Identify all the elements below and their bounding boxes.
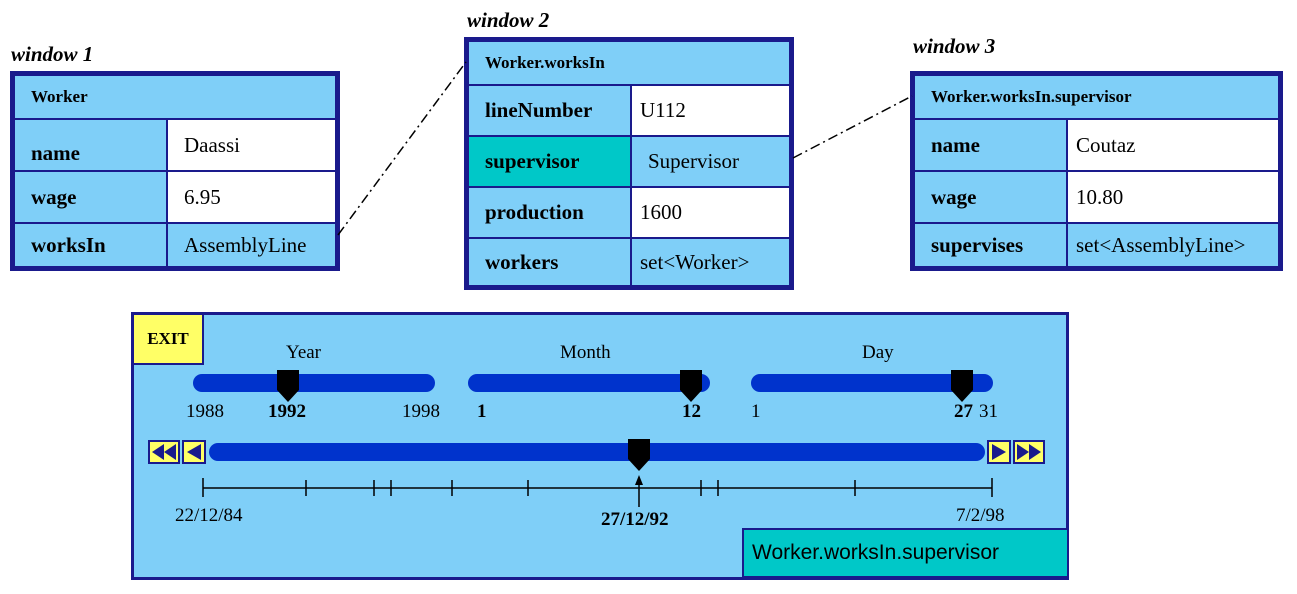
step-forward-button: [987, 440, 1011, 464]
day-slider-title: Day: [862, 342, 894, 363]
window-2-title: Worker.worksIn: [467, 40, 791, 86]
year-min-label: 1988: [186, 401, 224, 422]
year-slider-title: Year: [286, 342, 322, 363]
fast-forward-button: [1013, 440, 1045, 464]
connector-w1-w2: [337, 61, 467, 236]
timeline-current-label: 27/12/92: [601, 509, 669, 530]
field-linenumber-label: lineNumber: [467, 84, 632, 137]
connector-w2-w3: [792, 95, 913, 159]
field-worksin-label: worksIn: [13, 222, 168, 268]
month-min-label: 1: [477, 401, 487, 422]
year-max-label: 1998: [402, 401, 440, 422]
fast-rewind-button: [148, 440, 180, 464]
day-slider-thumb: [951, 370, 973, 402]
field-workers-value[interactable]: set<Worker>: [630, 237, 791, 287]
timeline-end-label: 7/2/98: [956, 505, 1005, 526]
sliders-graphic: [148, 370, 1045, 507]
timeline-scale: [202, 478, 993, 497]
day-max-label: 31: [979, 401, 998, 422]
field-supervisor-label[interactable]: supervisor: [467, 135, 632, 188]
current-date-arrowhead: [635, 475, 643, 485]
field-wage-value[interactable]: 6.95: [166, 170, 337, 224]
field-production-label: production: [467, 186, 632, 239]
window-2: Worker.worksIn lineNumber U112 superviso…: [464, 37, 794, 290]
window-1-label: window 1: [11, 42, 94, 66]
field-wage-label: wage: [13, 170, 168, 224]
field-name-label: name: [13, 118, 168, 172]
timeline-start-label: 22/12/84: [175, 505, 243, 526]
field-supervisor-value[interactable]: Supervisor: [630, 135, 791, 188]
month-slider-thumb: [680, 370, 702, 402]
window-1: Worker name Daassi wage 6.95 worksIn Ass…: [10, 71, 340, 271]
month-slider-title: Month: [560, 342, 611, 363]
field-workers-label: workers: [467, 237, 632, 287]
window-3-title: Worker.worksIn.supervisor: [913, 74, 1280, 120]
field-supervises-label: supervises: [913, 222, 1068, 268]
window-3-label: window 3: [913, 34, 996, 58]
window-3: Worker.worksIn.supervisor name Coutaz wa…: [910, 71, 1283, 271]
timeline-slider-thumb: [628, 439, 650, 471]
field-production-value[interactable]: 1600: [630, 186, 791, 239]
day-min-label: 1: [751, 401, 761, 422]
year-slider-thumb: [277, 370, 299, 402]
year-selected-label: 1992: [268, 401, 306, 422]
field-name-value[interactable]: Coutaz: [1066, 118, 1280, 172]
month-selected-label: 12: [682, 401, 701, 422]
day-selected-label: 27: [954, 401, 973, 422]
field-wage-label: wage: [913, 170, 1068, 224]
step-back-button: [182, 440, 206, 464]
window-2-label: window 2: [467, 8, 550, 32]
field-name-label: name: [913, 118, 1068, 172]
field-supervises-value[interactable]: set<AssemblyLine>: [1066, 222, 1280, 268]
field-name-value[interactable]: Daassi: [166, 118, 337, 172]
field-worksin-value[interactable]: AssemblyLine: [166, 222, 337, 268]
status-path-field: Worker.worksIn.supervisor: [742, 528, 1069, 578]
window-1-title: Worker: [13, 74, 337, 120]
exit-button[interactable]: EXIT: [134, 315, 204, 365]
field-linenumber-value[interactable]: U112: [630, 84, 791, 137]
time-navigation-panel: EXIT Year Month Day: [131, 312, 1069, 580]
field-wage-value[interactable]: 10.80: [1066, 170, 1280, 224]
